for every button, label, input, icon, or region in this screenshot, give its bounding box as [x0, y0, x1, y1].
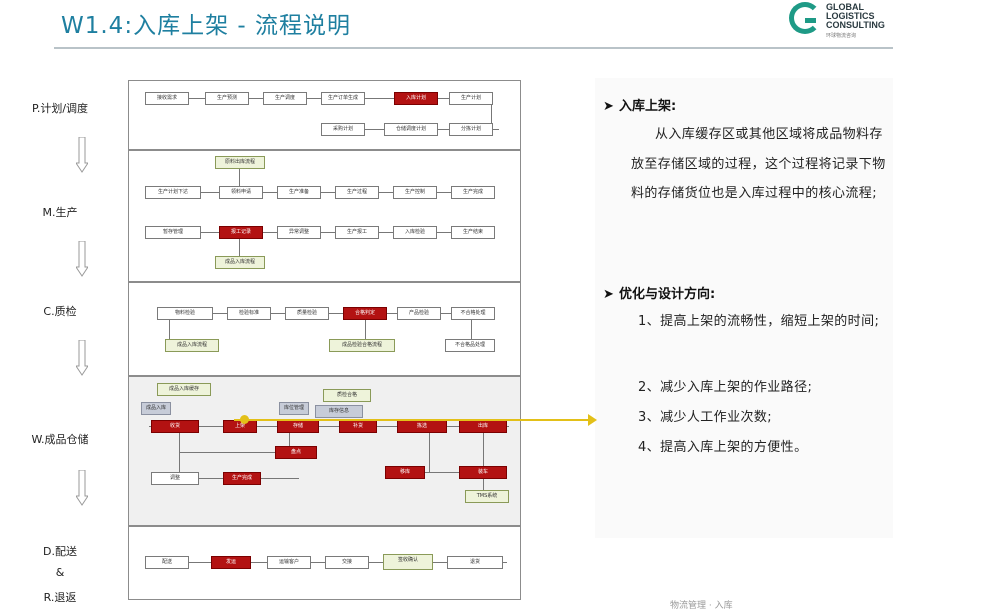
flow-note: 成品入库流程: [165, 339, 219, 352]
flow-node: 物料检验: [157, 307, 213, 320]
stage-amp: &: [55, 566, 65, 579]
flow-node: 生产完成: [451, 186, 495, 199]
pointer-dot: [240, 415, 249, 424]
flow-node: 交接: [325, 556, 369, 569]
flow-node: 不合格品处理: [445, 339, 495, 352]
flow-note: 成品入库缓存: [157, 383, 211, 396]
logo-wordmark: GLOBAL LOGISTICS CONSULTING: [826, 3, 885, 30]
stage-check: C.质检: [43, 305, 77, 318]
flow-node-highlight: 发运: [211, 556, 251, 569]
flow-node: 调整: [151, 472, 199, 485]
footer-watermark: 物流管理 · 入库: [670, 601, 733, 609]
pointer-line: [234, 419, 590, 421]
flow-node-highlight: 拣选: [397, 420, 447, 433]
flow-note: 原料出库流程: [215, 156, 265, 169]
down-arrow-icon: [76, 470, 88, 506]
flow-node: 生产控制: [393, 186, 437, 199]
flow-note: 质检合格: [323, 389, 371, 402]
putaway-description-text: 从入库缓存区或其他区域将成品物料存放至存储区域的过程，这个过程将记录下物料的存储…: [631, 127, 886, 201]
stage-deliver: D.配送: [43, 545, 77, 558]
lane-warehouse: 成品入库 成品入库缓存 质检合格 收货 上架 存储 补货 拣选 出库 盘点 调整…: [128, 376, 521, 526]
down-arrow-icon: [76, 241, 88, 277]
flow-node: 产品检验: [397, 307, 441, 320]
flow-node: 检验标准: [227, 307, 271, 320]
heading-text: 优化与设计方向:: [619, 287, 716, 302]
optimization-item-4: 4、提高入库上架的方便性。: [638, 440, 808, 455]
flow-tag: 成品入库: [141, 402, 171, 415]
logo-line-1: GLOBAL: [826, 2, 864, 12]
flow-node: 不合格处理: [451, 307, 495, 320]
flow-node-highlight: 收货: [151, 420, 199, 433]
flow-node: 仓储调度计划: [384, 123, 438, 136]
heading-text: 入库上架:: [619, 99, 677, 114]
company-logo: GLOBAL LOGISTICS CONSULTING 环球物流咨询: [789, 2, 909, 42]
flow-node-highlight: 移库: [385, 466, 425, 479]
bullet-arrow-icon: ➤: [603, 99, 614, 114]
lane-deliver: 配送 发运 运输客户 交接 签收确认 退货: [128, 526, 521, 600]
flow-node-highlight: 合格判定: [343, 307, 387, 320]
flow-node: 生产预测: [205, 92, 249, 105]
description-panel: [595, 78, 893, 538]
putaway-description: 从入库缓存区或其他区域将成品物料存放至存储区域的过程，这个过程将记录下物料的存储…: [631, 120, 893, 209]
flow-note: TMS系统: [465, 490, 509, 503]
flow-node: 生产调度: [263, 92, 307, 105]
flow-node: 生产准备: [277, 186, 321, 199]
flow-node-highlight: 报工记录: [219, 226, 263, 239]
optimization-item-2: 2、减少入库上架的作业路径;: [638, 380, 813, 395]
flow-tag: 库存信息: [315, 405, 363, 418]
flow-node: 质量检验: [285, 307, 329, 320]
pointer-arrow-icon: [588, 414, 597, 426]
optimization-item-3: 3、减少人工作业次数;: [638, 410, 773, 425]
title-divider: [54, 47, 893, 49]
flow-node-highlight: 生产完成: [223, 472, 261, 485]
flow-node: 配送: [145, 556, 189, 569]
page-title: W1.4:入库上架 - 流程说明: [61, 13, 351, 39]
flow-node: 入库检验: [393, 226, 437, 239]
stage-return: R.退返: [43, 591, 77, 604]
flow-tag: 库位管理: [279, 402, 309, 415]
optimization-item-1: 1、提高上架的流畅性，缩短上架的时间;: [638, 314, 880, 329]
flow-note: 成品入库流程: [215, 256, 265, 269]
flow-node-highlight: 出库: [459, 420, 507, 433]
flow-node-highlight: 盘点: [275, 446, 317, 459]
logo-g-icon: [789, 2, 821, 34]
flow-node: 暂存管理: [145, 226, 201, 239]
flow-node: 领料申请: [219, 186, 263, 199]
section-heading-optimization: ➤ 优化与设计方向:: [603, 283, 715, 302]
flow-node: 退货: [447, 556, 503, 569]
stage-warehouse: W.成品仓储: [31, 433, 89, 446]
stage-plan: P.计划/调度: [31, 102, 89, 115]
down-arrow-icon: [76, 137, 88, 173]
flow-node: 生产订单生成: [321, 92, 365, 105]
flow-node: 生产结束: [451, 226, 495, 239]
flow-node: 异常调整: [277, 226, 321, 239]
flow-node-highlight: 入库计划: [394, 92, 438, 105]
flow-node: 采购计划: [321, 123, 365, 136]
flow-node: 生产计划: [449, 92, 493, 105]
lane-plan: 接收需求 生产预测 生产调度 生产订单生成 入库计划 生产计划 采购计划 仓储调…: [128, 80, 521, 150]
stage-make: M.生产: [42, 206, 78, 219]
logo-subtitle: 环球物流咨询: [826, 33, 857, 39]
flow-node-highlight: 存储: [277, 420, 319, 433]
logo-line-2: LOGISTICS: [826, 11, 875, 21]
section-heading-putaway: ➤ 入库上架:: [603, 95, 676, 114]
process-flow-diagram: 接收需求 生产预测 生产调度 生产订单生成 入库计划 生产计划 采购计划 仓储调…: [128, 80, 523, 600]
flow-node: 生产报工: [335, 226, 379, 239]
flow-node: 运输客户: [267, 556, 311, 569]
bullet-arrow-icon: ➤: [603, 287, 614, 302]
lane-check: 物料检验 检验标准 质量检验 合格判定 产品检验 不合格处理 成品入库流程 成品…: [128, 282, 521, 376]
lane-make: 原料出库流程 生产计划下达 领料申请 生产准备 生产过程 生产控制 生产完成 暂…: [128, 150, 521, 282]
flow-node-highlight: 装车: [459, 466, 507, 479]
flow-node: 接收需求: [145, 92, 189, 105]
flow-node-highlight: 补货: [339, 420, 377, 433]
flow-node: 分拣计划: [449, 123, 493, 136]
flow-note: 签收确认: [383, 554, 433, 570]
flow-note: 成品检验合格流程: [329, 339, 395, 352]
down-arrow-icon: [76, 340, 88, 376]
logo-line-3: CONSULTING: [826, 20, 885, 30]
flow-node: 生产过程: [335, 186, 379, 199]
flow-node: 生产计划下达: [145, 186, 201, 199]
